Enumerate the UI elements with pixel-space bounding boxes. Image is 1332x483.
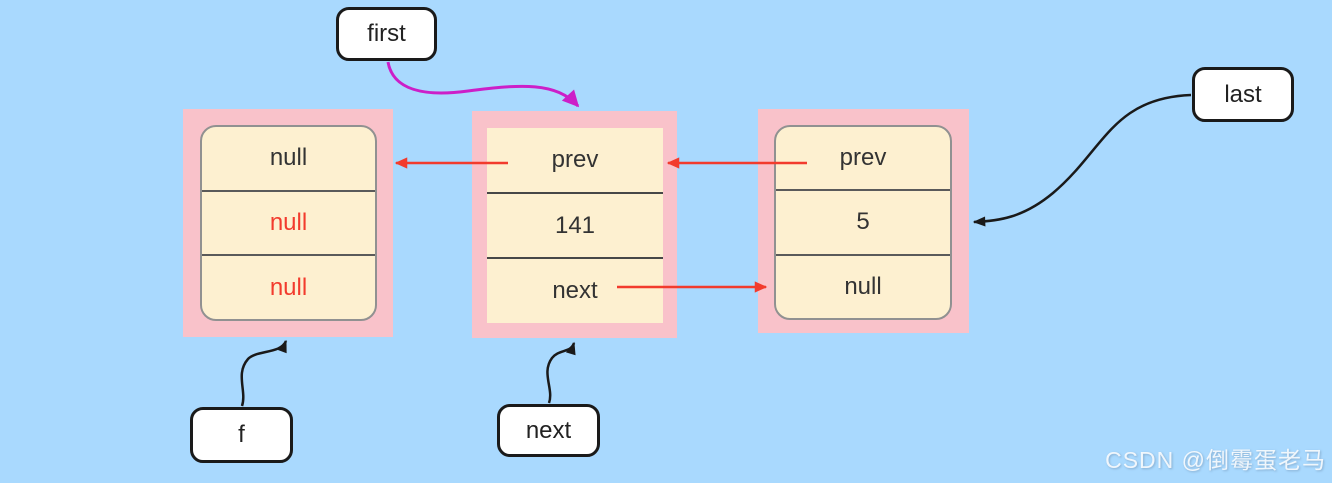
node-cell-value: 141 [487,191,663,258]
node-cell-prev: prev [551,145,599,173]
pointer-label-f-text: f [238,421,245,448]
node-cell-stack: prev 5 null [774,125,952,320]
node-cell-next: null [202,254,375,319]
node-cell-prev: null [269,144,308,172]
node-cell-value: 5 [776,189,950,253]
arrow-next-to-middle-node [546,341,576,404]
node-cell-stack: null null null [200,125,377,321]
node-cell-stack: prev 141 next [487,128,663,323]
arrow-last-to-right-node [972,93,1192,227]
pointer-label-next-text: next [525,416,572,444]
list-node-141: prev 141 next [472,111,677,338]
pointer-label-first: first [336,7,437,61]
node-cell-prev: prev [839,144,887,172]
node-cell-value: null [202,189,375,255]
csdn-watermark: CSDN @倒霉蛋老马 [1105,447,1326,473]
node-cell-next: next [487,257,663,323]
list-node-head: null null null [183,109,393,337]
arrow-f-to-head-node [240,339,288,407]
list-node-5: prev 5 null [758,109,969,333]
pointer-label-last: last [1192,67,1294,122]
pointer-label-first-text: first [367,20,406,47]
pointer-label-f: f [190,407,293,463]
pointer-label-next: next [497,404,600,457]
node-cell-next: null [776,253,950,318]
pointer-label-last-text: last [1224,80,1262,108]
arrow-first-to-middle-node [386,61,580,108]
